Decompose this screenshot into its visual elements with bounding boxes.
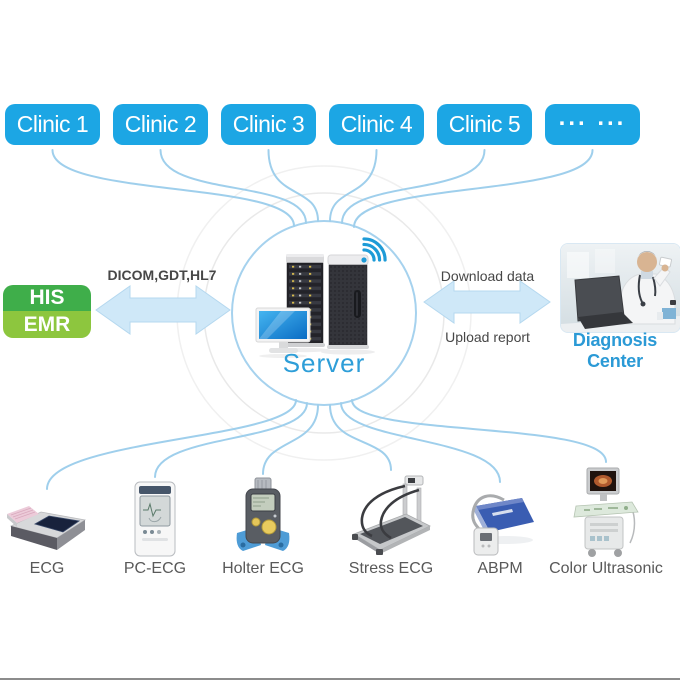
holter-link-line	[262, 404, 319, 475]
ecg-label: ECG	[29, 560, 65, 577]
clinic-box-1: Clinic 1	[5, 104, 100, 145]
pcecg-link-line	[154, 402, 308, 478]
wifi-icon	[361, 237, 387, 263]
holter-ecg-label: Holter ECG	[222, 560, 304, 577]
clinic-box-more: ... ...	[545, 104, 640, 145]
ecg-device-image	[7, 506, 87, 550]
clinic5-link-line	[341, 149, 486, 224]
clinic-box-2: Clinic 2	[113, 104, 208, 145]
ecg-link-line	[46, 399, 297, 490]
laptop	[574, 275, 633, 329]
his-label: HIS	[3, 285, 91, 311]
mesh-server-tower	[327, 254, 369, 349]
clinic-3-label: Clinic 3	[232, 111, 305, 137]
abpm-label: ABPM	[477, 560, 523, 577]
clinic-2-label: Clinic 2	[124, 111, 197, 137]
clinic2-link-line	[159, 149, 307, 224]
right-tower-shadow	[321, 349, 375, 355]
download-data-label: Download data	[440, 268, 535, 284]
color-ultrasonic-device-image	[573, 467, 639, 557]
pc-ecg-device-image	[134, 481, 176, 557]
image-bottom-border	[0, 678, 680, 680]
holter-ecg-device-image	[236, 477, 290, 551]
his-emr-box: HIS EMR	[3, 285, 91, 338]
clinic1-link-line	[51, 149, 295, 227]
clinic-more-label: ... ...	[558, 103, 627, 131]
his-server-double-arrow	[95, 285, 231, 335]
clinic-link-lines	[51, 149, 594, 228]
device-link-lines	[46, 399, 607, 490]
clinic-1-label: Clinic 1	[16, 111, 89, 137]
monitor	[255, 307, 311, 358]
diagnosis-center-photo	[560, 243, 680, 333]
clinic3-link-line	[267, 149, 319, 222]
server-label: Server	[282, 348, 366, 378]
clinic4-link-line	[329, 149, 378, 222]
abpm-device-image	[471, 494, 534, 556]
stress-link-line	[329, 404, 392, 471]
clinic-5-label: Clinic 5	[448, 111, 521, 137]
server-illustration	[255, 237, 387, 358]
dicom-protocols-label: DICOM,GDT,HL7	[107, 267, 217, 283]
stress-ecg-treadmill-image	[352, 475, 431, 555]
clinic-4-label: Clinic 4	[340, 111, 413, 137]
ultrasonic-link-line	[351, 399, 607, 463]
server-diagnosis-double-arrow	[423, 280, 551, 324]
server-hub-circle	[231, 220, 417, 406]
diagnosis-center-label: Diagnosis Center	[572, 330, 658, 371]
clinic-box-3: Clinic 3	[221, 104, 316, 145]
color-ultrasonic-label: Color Ultrasonic	[549, 560, 663, 577]
clinic-box-5: Clinic 5	[437, 104, 532, 145]
clinic-more-link-line	[353, 149, 594, 228]
pc-ecg-label: PC-ECG	[123, 560, 187, 577]
doctor-at-laptop-image	[561, 244, 680, 332]
clinic-box-4: Clinic 4	[329, 104, 424, 145]
emr-label: EMR	[3, 311, 91, 338]
abpm-link-line	[340, 402, 501, 483]
stress-ecg-label: Stress ECG	[348, 560, 434, 577]
doctor-figure	[620, 251, 676, 325]
clinic-row: Clinic 1 Clinic 2 Clinic 3 Clinic 4 Clin…	[5, 104, 640, 145]
upload-report-label: Upload report	[445, 329, 530, 345]
